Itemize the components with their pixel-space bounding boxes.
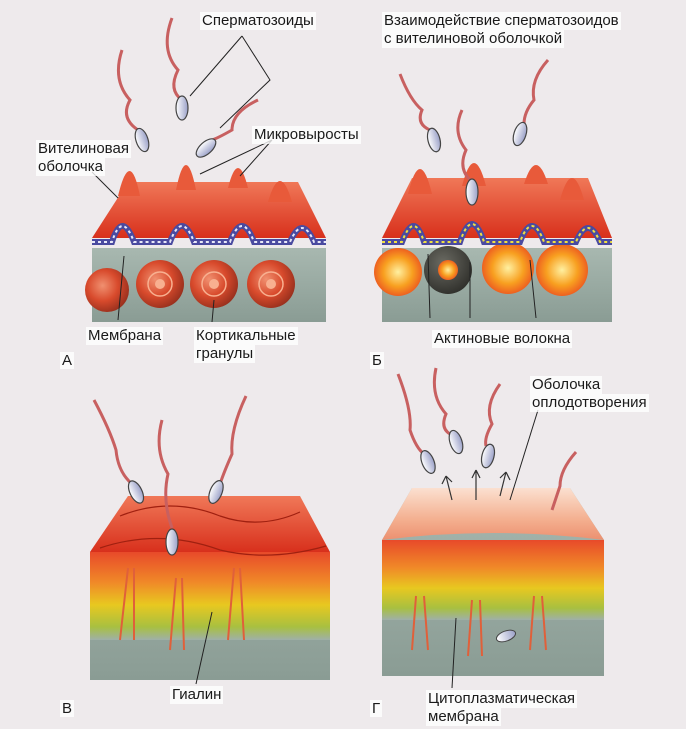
label-vitelline-line2: оболочка (36, 158, 105, 176)
label-membrane: Мембрана (86, 327, 163, 345)
panel-letter-b: Б (370, 352, 384, 369)
label-cortical-line2: гранулы (194, 345, 255, 363)
label-interaction-line2: с вителиновой оболочкой (382, 30, 564, 48)
label-microvilli: Микровыросты (252, 126, 361, 144)
label-cortical-line1: Кортикальные (194, 327, 298, 345)
panel-v (90, 396, 330, 684)
panel-g-fertilization-envelope (382, 488, 604, 540)
label-cytoplasmic-line2: мембрана (426, 708, 501, 726)
panel-b (374, 60, 612, 322)
label-cytoplasmic-line1: Цитоплазматическая (426, 690, 577, 708)
label-interaction-line1: Взаимодействие сперматозоидов (382, 12, 621, 30)
panel-g (382, 368, 604, 688)
label-vitelline-line1: Вителиновая (36, 140, 131, 158)
panel-letter-g: Г (370, 700, 382, 717)
panel-a (85, 18, 326, 322)
panel-a-sperm (118, 18, 258, 160)
label-fert-env-line1: Оболочка (530, 376, 602, 394)
panel-letter-v: В (60, 700, 74, 717)
panel-letter-a: А (60, 352, 74, 369)
label-actin: Актиновые волокна (432, 330, 572, 348)
panel-v-vitelline-top (90, 496, 330, 552)
label-sperm: Сперматозоиды (200, 12, 316, 30)
label-hyaline: Гиалин (170, 686, 223, 704)
label-fert-env-line2: оплодотворения (530, 394, 649, 412)
